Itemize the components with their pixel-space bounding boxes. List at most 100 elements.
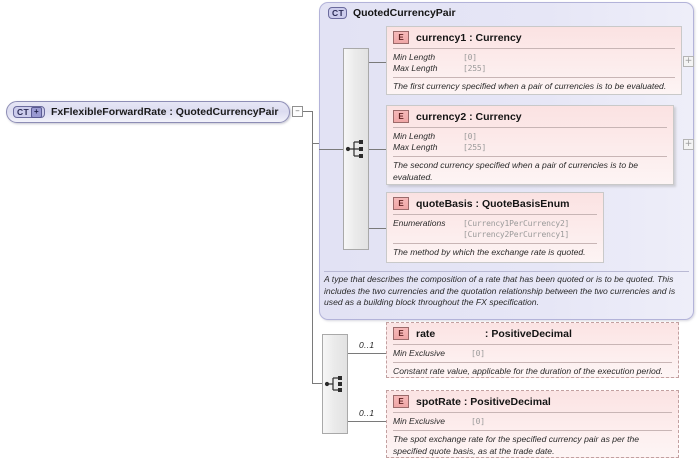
facet-row: Max Length [255] [393,142,667,153]
element-separator: : [463,395,468,408]
element-facets-rate: Min Exclusive [0] [387,345,678,362]
element-separator: : [469,31,473,44]
connector-root-to-extension [312,383,322,384]
element-documentation-spotrate: The spot exchange rate for the specified… [393,434,640,456]
facet-key: Max Length [393,142,438,152]
connector-root-stub [303,111,313,112]
expand-plus-glyph: + [684,56,693,66]
element-name: spotRate [416,395,461,408]
element-header-currency1: E currency1 : Currency [387,27,681,48]
complextype-doc-divider [324,271,689,272]
element-box-currency1[interactable]: E currency1 : Currency Min Length [0] Ma… [386,26,682,95]
element-expand-toggle-currency2[interactable]: + [683,139,694,150]
facet-key: Min Exclusive [393,416,445,426]
element-title-spotrate: spotRate : PositiveDecimal [416,396,551,408]
element-facets-quotebasis: Enumerations [Currency1PerCurrency2] [Cu… [387,215,603,243]
facet-row: Min Length [0] [393,52,675,63]
complextype-documentation: A type that describes the composition of… [324,274,676,307]
element-divider-top [393,48,675,49]
facet-value: [255] [463,143,487,152]
facet-value: [0] [471,349,485,358]
element-header-currency2: E currency2 : Currency [387,106,673,127]
facet-value: [Currency1PerCurrency2] [463,219,570,228]
facet-row: Min Exclusive [0] [393,416,672,427]
element-title-currency1: currency1 : Currency [416,32,522,44]
complextype-title: QuotedCurrencyPair [352,7,456,19]
element-name: quoteBasis [416,197,473,210]
element-divider-bottom [393,243,597,244]
cardinality-spotrate: 0..1 [359,408,375,418]
root-collapse-toggle[interactable]: – [292,106,303,117]
element-divider-top [393,127,667,128]
sequence-icon [345,140,363,158]
cardinality-rate: 0..1 [359,340,375,350]
complextype-header: CT QuotedCurrencyPair [328,7,456,19]
element-type: Currency [475,31,522,44]
element-type: QuoteBasisEnum [481,197,570,210]
element-header-quotebasis: E quoteBasis : QuoteBasisEnum [387,193,603,214]
element-documentation-rate: Constant rate value, applicable for the … [393,366,663,376]
sequence-compositor-extension[interactable] [322,334,348,434]
element-divider-bottom [393,430,672,431]
element-badge-icon: E [393,197,409,210]
facet-value: [255] [463,64,487,73]
element-name: currency2 [416,110,467,123]
element-divider-top [393,214,597,215]
facet-key: Min Exclusive [393,348,445,358]
element-title-currency2: currency2 : Currency [416,111,522,123]
root-node-fxflexibleforwardrate[interactable]: CT + FxFlexibleForwardRate : QuotedCurre… [6,101,290,123]
element-separator: : [484,327,489,340]
facet-key: Enumerations [393,218,446,228]
facet-value: [Currency2PerCurrency1] [463,230,570,239]
element-documentation-currency1: The first currency specified when a pair… [393,81,667,91]
element-divider-bottom [393,362,672,363]
element-box-rate[interactable]: E rate : PositiveDecimal Min Exclusive [… [386,322,679,378]
root-node-label: FxFlexibleForwardRate : QuotedCurrencyPa… [50,106,279,118]
element-type: PositiveDecimal [491,327,572,340]
element-facets-currency2: Min Length [0] Max Length [255] [387,128,673,156]
facet-key: Max Length [393,63,438,73]
facet-row: Enumerations [Currency1PerCurrency2] [Cu… [393,218,597,240]
connector-sequence-to-rate [348,353,386,354]
connector-complextype-to-sequence [319,149,343,150]
element-badge-icon: E [393,110,409,123]
element-box-currency2[interactable]: E currency2 : Currency Min Length [0] Ma… [386,105,674,185]
element-badge-icon: E [393,327,409,340]
element-divider-bottom [393,77,675,78]
complextype-badge-label: CT [17,106,29,117]
facet-value: [0] [463,132,477,141]
element-box-spotrate[interactable]: E spotRate : PositiveDecimal Min Exclusi… [386,390,679,458]
sequence-compositor-complextype[interactable] [343,48,369,250]
facet-row: Max Length [255] [393,63,675,74]
element-type: PositiveDecimal [470,395,551,408]
connector-sequence-to-quotebasis [369,228,386,229]
connector-sequence-to-spotrate [348,421,386,422]
element-box-quotebasis[interactable]: E quoteBasis : QuoteBasisEnum Enumeratio… [386,192,604,263]
element-divider-bottom [393,156,667,157]
element-header-rate: E rate : PositiveDecimal [387,323,678,344]
complextype-badge-icon: CT + [13,106,45,118]
facet-key: Min Length [393,52,436,62]
element-divider-top [393,412,672,413]
facet-value: [0] [471,417,485,426]
root-collapse-glyph: – [295,106,300,116]
sequence-icon [324,376,342,392]
connector-sequence-to-currency2 [369,149,386,150]
connector-root-to-complextype [312,143,320,144]
element-documentation-quotebasis: The method by which the exchange rate is… [393,247,586,257]
connector-sequence-to-currency1 [369,62,386,63]
facet-row: Min Exclusive [0] [393,348,672,359]
element-divider-top [393,344,672,345]
facet-value-list: [Currency1PerCurrency2] [Currency2PerCur… [463,218,569,240]
complextype-badge-icon-2: CT [328,7,347,19]
expand-plus-icon[interactable]: + [30,106,42,118]
element-expand-toggle-currency1[interactable]: + [683,56,694,67]
element-title-quotebasis: quoteBasis : QuoteBasisEnum [416,198,569,210]
element-badge-icon: E [393,395,409,408]
complextype-badge-label-2: CT [332,7,344,18]
element-separator: : [475,197,480,210]
expand-plus-glyph: + [684,139,693,149]
element-facets-currency1: Min Length [0] Max Length [255] [387,49,681,77]
element-separator: : [469,110,473,123]
